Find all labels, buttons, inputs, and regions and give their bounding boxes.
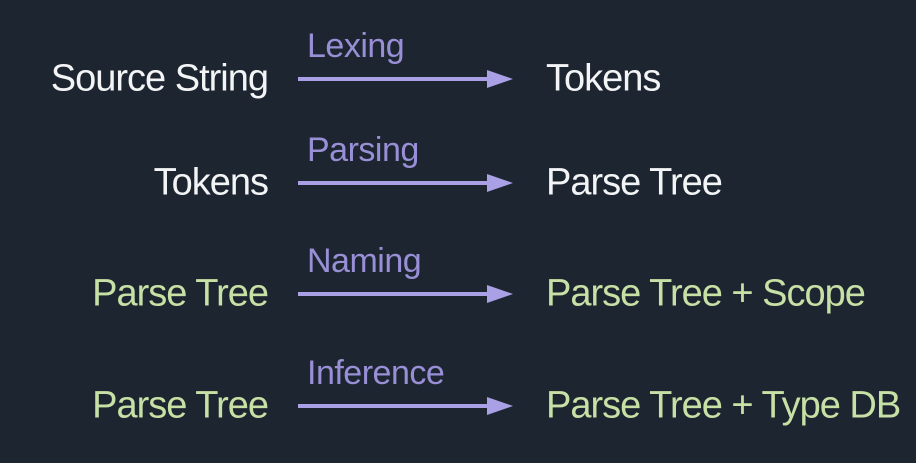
source-node: Parse Tree: [92, 384, 269, 427]
result-node: Parse Tree: [546, 161, 723, 204]
result-node: Parse Tree + Scope: [546, 272, 866, 315]
flow-arrow-icon: [298, 70, 513, 88]
flow-arrow-icon: [298, 397, 513, 415]
source-node: Parse Tree: [92, 272, 269, 315]
process-label: Lexing: [307, 27, 405, 65]
result-node: Parse Tree + Type DB: [546, 384, 901, 427]
source-node: Source String: [50, 57, 269, 100]
process-label: Naming: [307, 242, 422, 280]
process-label: Inference: [307, 354, 445, 392]
result-node: Tokens: [546, 57, 661, 100]
flow-arrow-icon: [298, 285, 513, 303]
process-label: Parsing: [307, 131, 419, 169]
source-node: Tokens: [153, 161, 269, 204]
flow-arrow-icon: [298, 174, 513, 192]
